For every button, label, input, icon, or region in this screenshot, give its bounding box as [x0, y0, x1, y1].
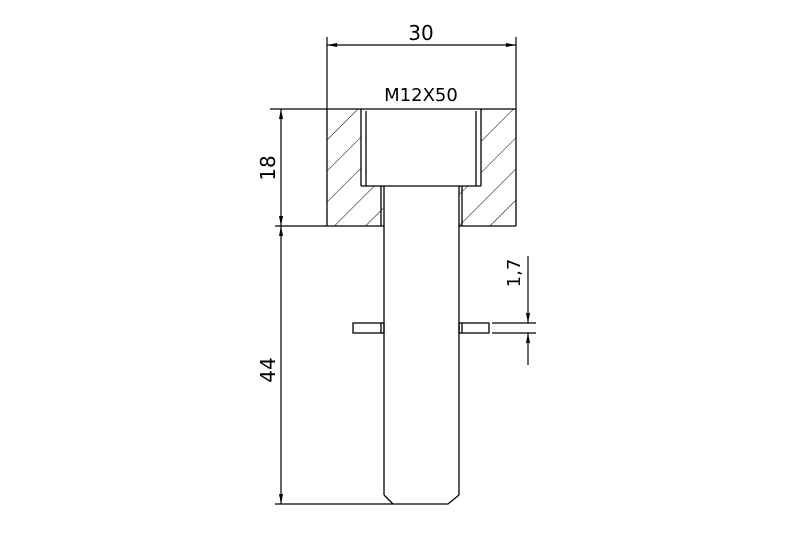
- dimension-shank-length: 44: [256, 357, 280, 382]
- dimension-washer-thickness: 1,7: [504, 259, 525, 288]
- dimension-head-height: 18: [256, 155, 280, 180]
- pin: [352, 322, 536, 334]
- dimension-lines: [279, 37, 530, 504]
- head-section: [270, 108, 517, 227]
- dimension-width: 30: [408, 21, 433, 45]
- part-label: M12X50: [384, 85, 458, 106]
- shank: [275, 186, 460, 505]
